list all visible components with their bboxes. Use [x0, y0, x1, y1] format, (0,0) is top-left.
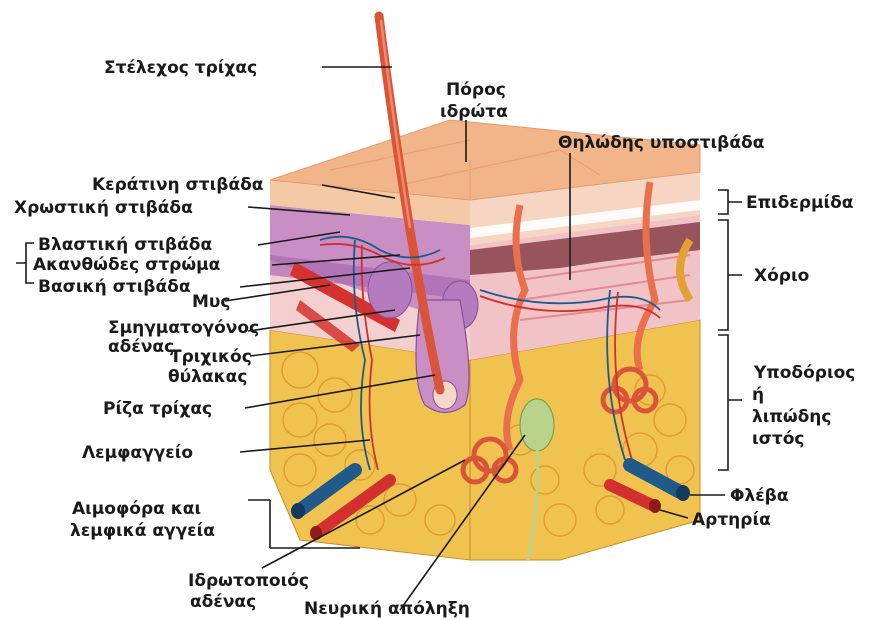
- label-artery: Αρτηρία: [692, 510, 771, 530]
- label-sweat-pore-line2: ιδρώτα: [440, 102, 508, 122]
- label-hypodermis-line1: Υποδόριος: [753, 363, 855, 383]
- label-muscle: Μυς: [192, 292, 230, 312]
- label-blood-lymph-line1: Αιμοφόρα και: [72, 499, 201, 519]
- label-sweat-gland-line1: Ιδρωτοποιός: [188, 571, 309, 591]
- label-hypodermis-line4: ιστός: [752, 429, 804, 449]
- label-lymph-vessel: Λεμφαγγείο: [82, 443, 193, 463]
- nerve-corpuscle: [520, 399, 554, 451]
- label-germinative-layer: Βλαστική στιβάδα: [38, 235, 212, 255]
- label-sebaceous-line1: Σμηγματογόνος: [108, 318, 259, 338]
- dermis-bracket: [718, 220, 742, 330]
- label-follicle-line2: θύλακας: [168, 367, 247, 387]
- label-hypodermis-line2: ή: [752, 385, 764, 405]
- label-vein: Φλέβα: [730, 486, 789, 506]
- label-basal-layer: Βασική στιβάδα: [38, 277, 191, 297]
- label-pigment-layer: Χρωστική στιβάδα: [14, 198, 193, 218]
- label-dermis: Χόριο: [754, 266, 809, 286]
- label-hypodermis-line3: λιπώδης: [752, 407, 831, 427]
- label-epidermis: Επιδερμίδα: [746, 193, 854, 213]
- epidermis-bracket: [718, 190, 742, 214]
- label-hair-shaft: Στέλεχος τρίχας: [104, 58, 257, 78]
- label-papillary-layer: Θηλώδης υποστιβάδα: [558, 133, 764, 153]
- label-spinous-layer: Ακανθώδες στρώμα: [33, 255, 220, 275]
- label-blood-lymph-line2: λεμφικά αγγεία: [70, 521, 215, 541]
- label-keratin-layer: Κεράτινη στιβάδα: [92, 175, 263, 195]
- hypodermis-bracket: [718, 335, 742, 470]
- label-hair-root: Ρίζα τρίχας: [103, 399, 212, 419]
- sublayer-bracket: [16, 243, 34, 283]
- label-sweat-gland-line2: αδένας: [190, 592, 256, 612]
- label-nerve-ending: Νευρική απόληξη: [304, 599, 470, 619]
- label-sweat-pore-line1: Πόρος: [446, 80, 506, 100]
- label-sebaceous-line2: αδένας: [108, 337, 174, 357]
- label-follicle-line1: Τριχικός: [170, 347, 252, 367]
